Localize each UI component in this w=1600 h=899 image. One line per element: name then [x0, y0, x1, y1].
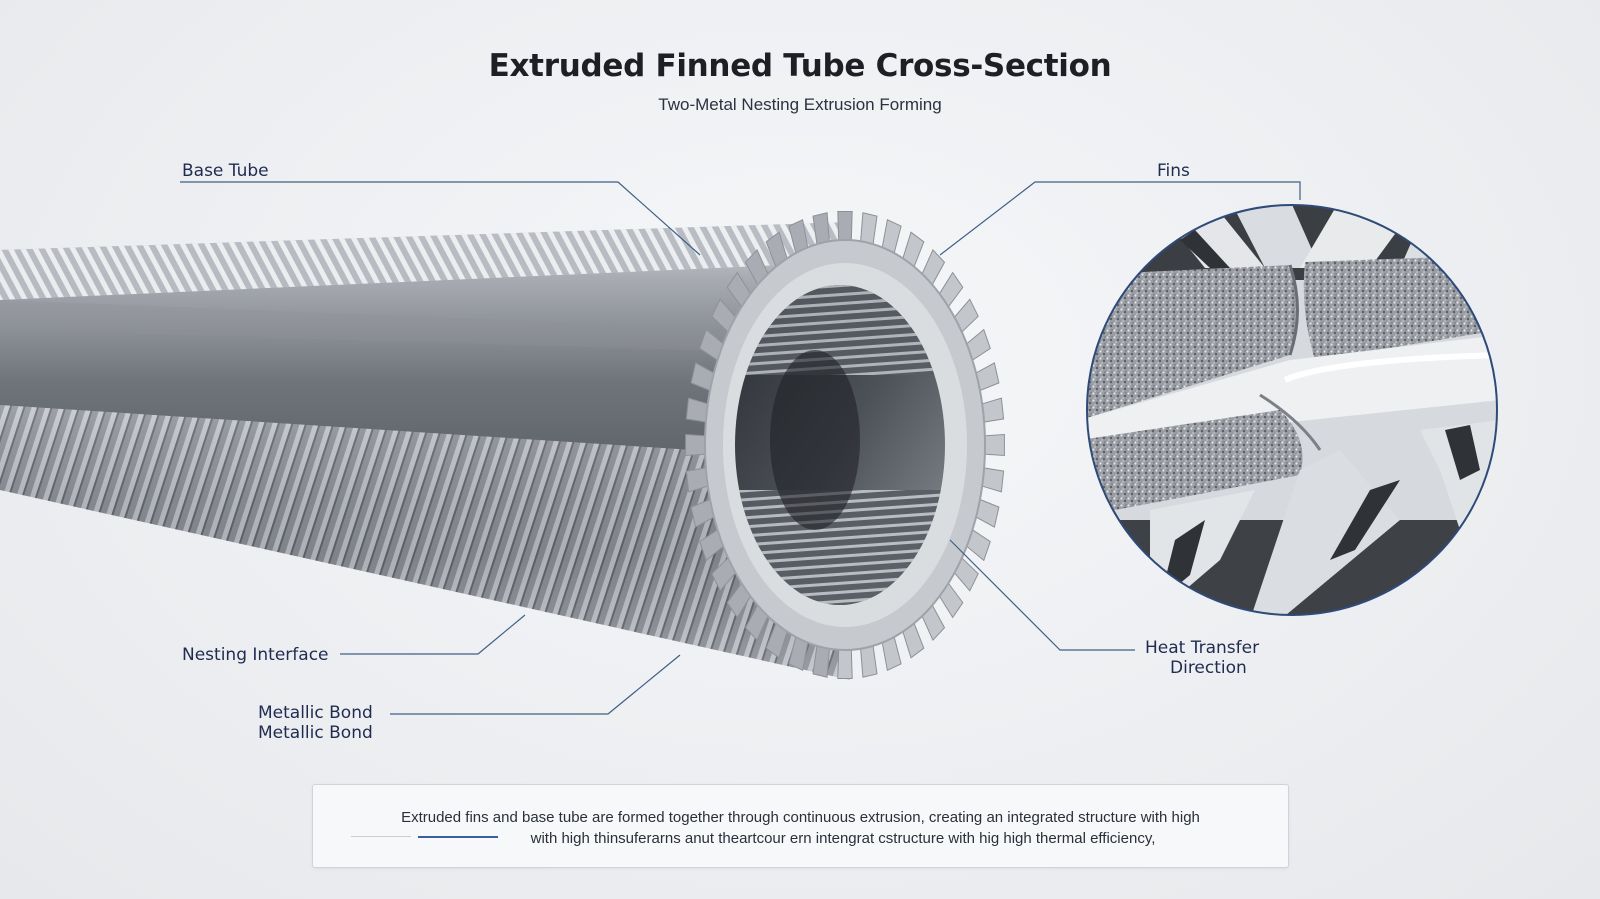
label-base-tube: Base Tube — [182, 161, 269, 181]
label-metallic-bond: Metallic Bond — [258, 703, 373, 723]
tube-body — [0, 222, 850, 680]
leader-lines — [180, 181, 1301, 715]
label-fins: Fins — [1157, 161, 1190, 181]
label-nesting-interface: Nesting Interface — [182, 645, 329, 665]
caption-line-2: with high thinsuferarns anut theartcour … — [530, 830, 1156, 847]
label-direction: Direction — [1170, 658, 1247, 678]
caption-box: Extruded fins and base tube are formed t… — [312, 784, 1289, 868]
caption-accent-bar — [418, 836, 498, 838]
leader-base-tube — [180, 181, 701, 256]
leader-metallic-bond — [390, 654, 681, 715]
zoom-detail-view — [1086, 204, 1498, 616]
page-title: Extruded Finned Tube Cross-Section — [488, 48, 1112, 84]
leader-fins — [939, 181, 1301, 256]
caption-line-1: Extruded fins and base tube are formed t… — [401, 809, 1200, 826]
label-metallic-bond-repeat: Metallic Bond — [258, 723, 373, 743]
page-subtitle: Two-Metal Nesting Extrusion Forming — [658, 95, 942, 114]
label-heat-transfer: Heat Transfer — [1145, 638, 1260, 658]
leader-nesting-interface — [340, 614, 526, 655]
leader-heat-transfer — [949, 539, 1135, 651]
tube-end-face — [704, 239, 986, 651]
caption-divider-faint — [351, 836, 411, 837]
